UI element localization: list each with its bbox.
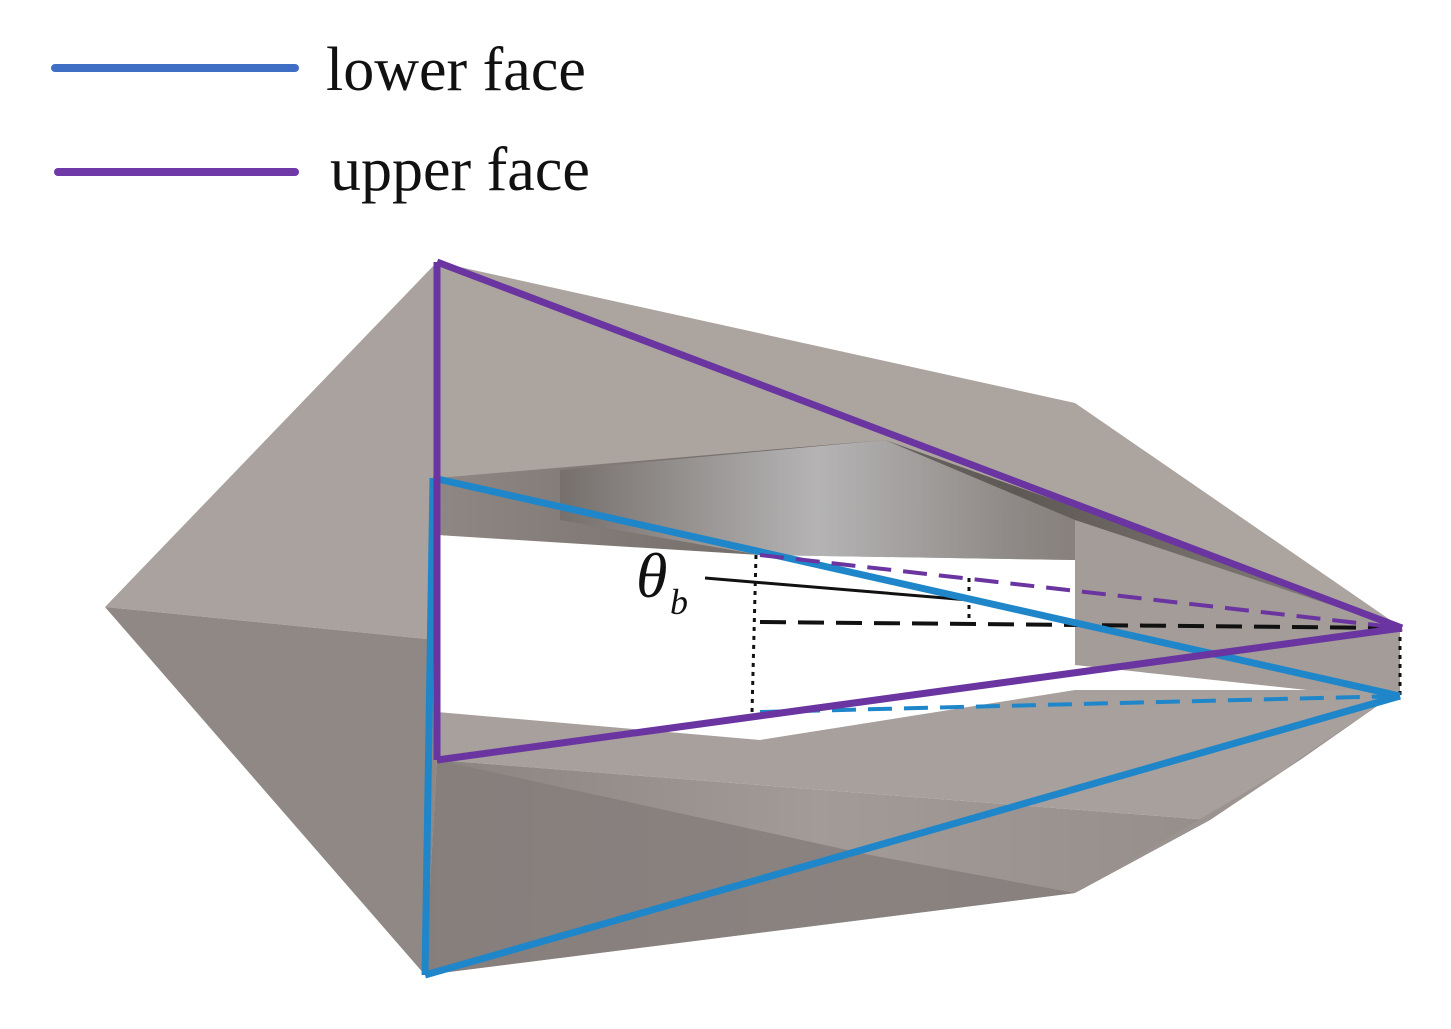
- angle-symbol: θ: [636, 540, 667, 611]
- upper-face-edge-bottom: [436, 624, 1403, 764]
- surface-lower-band: [437, 690, 1400, 820]
- surface-bottom-dark-fold: [425, 760, 1075, 975]
- surface-left-upper-wing: [105, 262, 437, 640]
- surface-left-lower-wing: [105, 607, 437, 975]
- lower-face-outline: [421, 474, 1401, 979]
- angle-label-theta-b: θ b: [636, 540, 688, 622]
- surface-inner-floor-sheen: [560, 440, 1075, 560]
- legend-item-lower-face: lower face: [51, 36, 586, 104]
- angle-subscript: b: [670, 582, 688, 622]
- legend: lower face upper face: [51, 36, 590, 204]
- lower-face-edge-top: [432, 474, 1401, 700]
- lower-face-edge-left: [421, 477, 437, 976]
- lower-face-edge-bottom: [424, 692, 1401, 979]
- legend-item-upper-face: upper face: [54, 136, 590, 204]
- upper-face-outline: [433, 258, 1404, 764]
- surface-inner-floor: [437, 535, 1075, 665]
- upper-face-edge-top: [435, 258, 1404, 632]
- legend-label-lower-face: lower face: [326, 36, 586, 104]
- angle-leader-line: [704, 576, 970, 602]
- legend-label-upper-face: upper face: [330, 136, 590, 204]
